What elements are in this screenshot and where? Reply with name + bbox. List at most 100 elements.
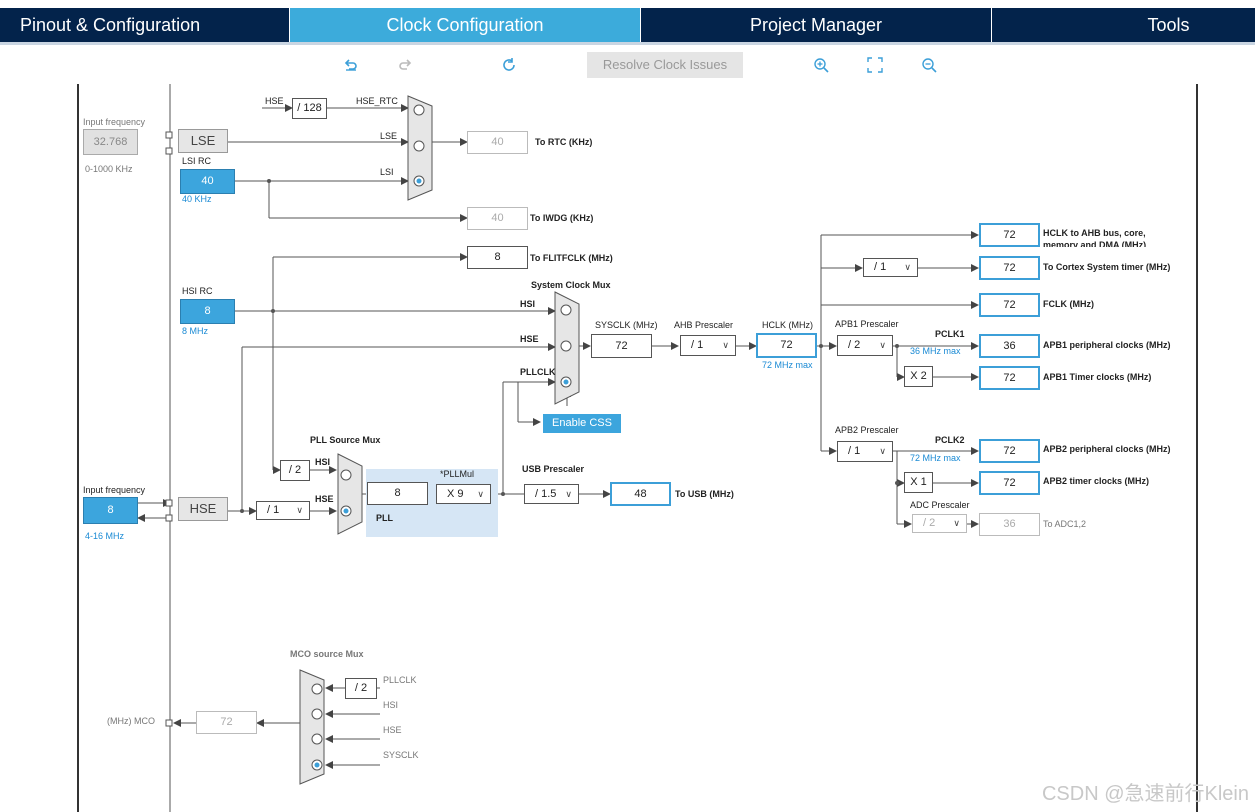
- chevron-down-icon: ∨: [565, 489, 572, 499]
- hsi-value[interactable]: 8: [180, 299, 235, 324]
- adc-value: 36: [979, 513, 1040, 536]
- cortex-timer-label: To Cortex System timer (MHz): [1043, 262, 1171, 272]
- chevron-down-icon: ∨: [477, 489, 484, 499]
- hse-range: 4-16 MHz: [85, 531, 125, 541]
- system-clock-mux-title: System Clock Mux: [531, 280, 611, 290]
- tab-project-manager[interactable]: Project Manager: [641, 8, 992, 42]
- hclk-value[interactable]: 72: [756, 333, 817, 358]
- apb1-periph-value[interactable]: 36: [979, 334, 1040, 358]
- flitfclk-value: 8: [467, 246, 528, 269]
- hse-input-label: Input frequency: [83, 485, 146, 495]
- usb-value[interactable]: 48: [610, 482, 671, 506]
- hclk-max: 72 MHz max: [762, 360, 813, 370]
- hsi-freq: 8 MHz: [182, 326, 209, 336]
- rtc-hse-divider[interactable]: / 128: [292, 98, 327, 119]
- apb2-prescaler-value: / 1: [848, 445, 861, 457]
- apb1-timer-label: APB1 Timer clocks (MHz): [1043, 372, 1152, 382]
- apb2-periph-value[interactable]: 72: [979, 439, 1040, 463]
- hse-divider-value: / 1: [267, 504, 280, 516]
- apb2-max: 72 MHz max: [910, 453, 961, 463]
- cortex-timer-value[interactable]: 72: [979, 256, 1040, 280]
- resolve-clock-issues-button[interactable]: Resolve Clock Issues: [587, 52, 743, 78]
- pll-hsi-divider: / 2: [280, 460, 310, 481]
- mco-value: 72: [196, 711, 257, 734]
- pllsrc-hsi-label: HSI: [315, 457, 331, 467]
- apb2-timer-label: APB2 timer clocks (MHz): [1043, 476, 1150, 486]
- zoom-in-icon[interactable]: [812, 56, 830, 74]
- fclk-value[interactable]: 72: [979, 293, 1040, 317]
- cortex-divider-select[interactable]: / 1∨: [863, 258, 918, 277]
- apb1-prescaler-select[interactable]: / 2∨: [837, 335, 893, 356]
- hse-input-frequency[interactable]: 8: [83, 497, 138, 524]
- zoom-out-icon[interactable]: [920, 56, 938, 74]
- apb1-timer-value[interactable]: 72: [979, 366, 1040, 390]
- flitfclk-label: To FLITFCLK (MHz): [530, 253, 613, 263]
- pll-mul-select[interactable]: X 9∨: [436, 484, 491, 504]
- sysmux-pllclk-label: PLLCLK: [520, 367, 556, 377]
- adc-prescaler-select[interactable]: / 2 ∨: [912, 514, 967, 533]
- apb1-max: 36 MHz max: [910, 346, 961, 356]
- rtc-output-label: To RTC (KHz): [535, 137, 593, 147]
- pll-source-mux-title: PLL Source Mux: [310, 435, 381, 445]
- lse-source: LSE: [178, 129, 228, 153]
- hse-source: HSE: [178, 497, 228, 521]
- hse-rtc-label: HSE_RTC: [356, 96, 398, 106]
- chevron-down-icon: ∨: [722, 340, 729, 350]
- enable-css-button[interactable]: Enable CSS: [543, 414, 621, 433]
- apb1-prescaler-label: APB1 Prescaler: [835, 319, 899, 329]
- hclk-label: HCLK (MHz): [762, 320, 813, 330]
- usb-prescaler-select[interactable]: / 1.5 ∨: [524, 484, 579, 504]
- sysclk-value: 72: [591, 334, 652, 358]
- hsi-label: HSI RC: [182, 286, 213, 296]
- lse-range: 0-1000 KHz: [85, 164, 133, 174]
- undo-icon[interactable]: [342, 56, 360, 74]
- mco-hsi-label: HSI: [383, 700, 399, 710]
- apb2-timer-mul: X 1: [904, 472, 933, 493]
- apb1-prescaler-value: / 2: [848, 339, 861, 351]
- adc-prescaler-value: / 2: [923, 517, 936, 529]
- tab-pinout-configuration[interactable]: Pinout & Configuration: [0, 8, 290, 42]
- ahb-prescaler-label: AHB Prescaler: [674, 320, 734, 330]
- sysmux-hse-label: HSE: [520, 334, 539, 344]
- mco-pllclk-label: PLLCLK: [383, 675, 417, 685]
- tab-tools[interactable]: Tools: [1147, 15, 1190, 35]
- tab-clock-configuration[interactable]: Clock Configuration: [290, 8, 641, 42]
- lse-input-label: Input frequency: [83, 117, 146, 127]
- chevron-down-icon: ∨: [953, 518, 960, 528]
- fit-screen-icon[interactable]: [866, 56, 884, 74]
- ahb-bus-value[interactable]: 72: [979, 223, 1040, 247]
- mco-pll-divider: / 2: [345, 678, 377, 699]
- mco-output-label: (MHz) MCO: [107, 716, 155, 726]
- cortex-divider-value: / 1: [874, 261, 887, 273]
- apb2-prescaler-select[interactable]: / 1 ∨: [837, 441, 893, 462]
- ahb-prescaler-select[interactable]: / 1 ∨: [680, 335, 736, 356]
- chevron-down-icon: ∨: [879, 446, 886, 456]
- apb2-prescaler-label: APB2 Prescaler: [835, 425, 899, 435]
- rtc-hse-label: HSE: [265, 96, 284, 106]
- lsi-value[interactable]: 40: [180, 169, 235, 194]
- rtc-lse-label: LSE: [380, 131, 398, 141]
- pclk1-label: PCLK1: [935, 329, 965, 339]
- apb2-timer-value[interactable]: 72: [979, 471, 1040, 495]
- sysmux-hsi-label: HSI: [520, 299, 536, 309]
- mco-sysclk-label: SYSCLK: [383, 750, 419, 760]
- clock-tree-canvas: Input frequency 32.768 0-1000 KHz LSE LS…: [0, 84, 1255, 812]
- lsi-freq: 40 KHz: [182, 194, 212, 204]
- rtc-value: 40: [467, 131, 528, 154]
- usb-prescaler-value: / 1.5: [535, 488, 557, 500]
- pll-label: PLL: [376, 513, 393, 523]
- mco-source-mux-title: MCO source Mux: [290, 649, 364, 659]
- apb1-timer-mul: X 2: [904, 366, 933, 387]
- pll-input-value: 8: [367, 482, 428, 505]
- ahb-bus-label: HCLK to AHB bus, core, memory and DMA (M…: [1043, 228, 1147, 247]
- usb-output-label: To USB (MHz): [675, 489, 734, 499]
- tab-bar-shadow: [0, 42, 1255, 45]
- rtc-lsi-label: LSI: [380, 167, 394, 177]
- pll-mul-label: *PLLMul: [440, 469, 475, 479]
- refresh-icon[interactable]: [500, 56, 518, 74]
- lse-input-frequency[interactable]: 32.768: [83, 129, 138, 155]
- apb2-periph-label: APB2 peripheral clocks (MHz): [1043, 444, 1171, 454]
- hse-divider-select[interactable]: / 1∨: [256, 501, 310, 520]
- redo-icon[interactable]: [396, 56, 414, 74]
- ahb-prescaler-value: / 1: [691, 339, 704, 351]
